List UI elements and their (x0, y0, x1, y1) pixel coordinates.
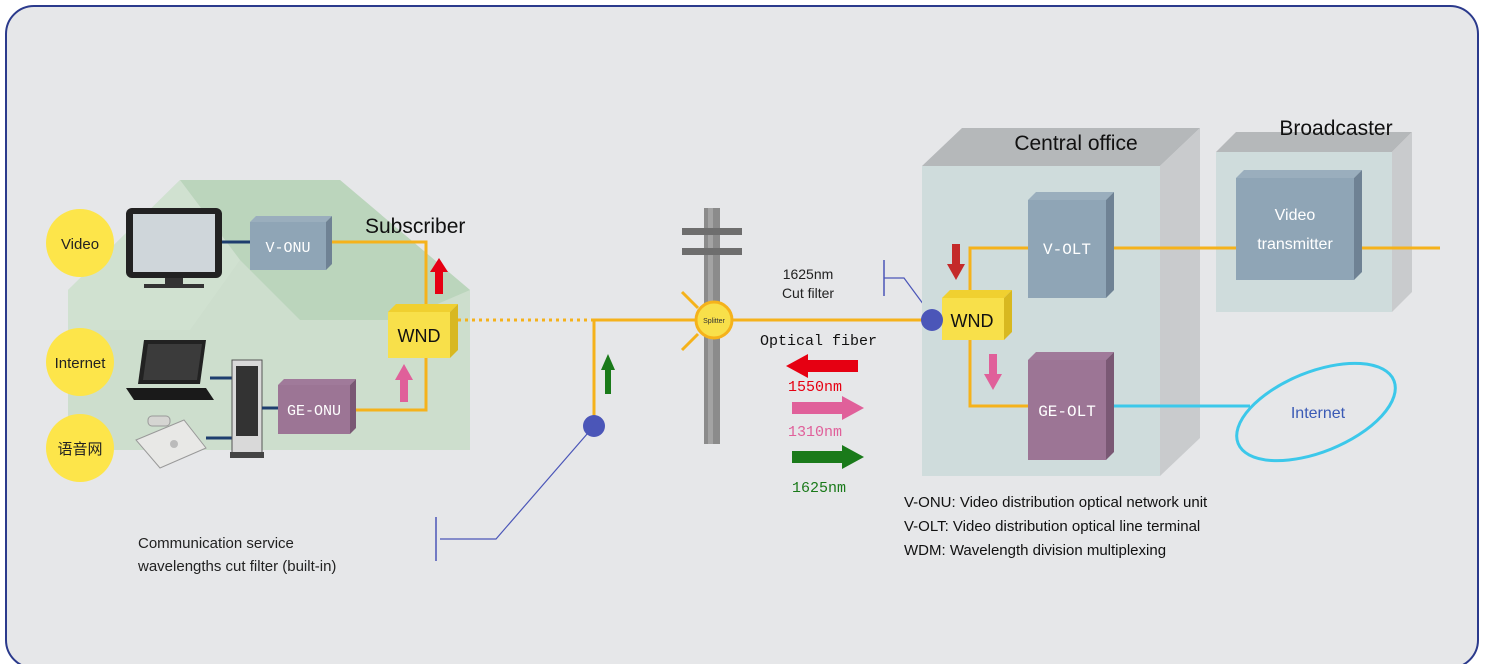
service-internet: Internet (46, 328, 114, 396)
splitter-label: Splitter (703, 318, 725, 325)
red-arrow-down-co (947, 244, 965, 280)
service-internet-label: Internet (55, 355, 107, 372)
broadcaster-title: Broadcaster (1279, 117, 1392, 140)
v-olt-box: V-OLT (1028, 192, 1114, 298)
legend-wdm: WDM: Wavelength division multiplexing (904, 542, 1166, 559)
transmitter-label-line1: Video (1275, 207, 1316, 224)
ge-onu-label: GE-ONU (287, 403, 341, 420)
subscriber-wnd-box: WND (388, 304, 458, 358)
cut-filter-label-line2: Cut filter (782, 285, 834, 301)
pink-arrow-up-subscriber (395, 364, 413, 402)
legend-v-onu: V-ONU: Video distribution optical networ… (904, 494, 1208, 511)
service-video: Video (46, 209, 114, 277)
red-arrow-up-subscriber (430, 258, 448, 294)
ge-onu-box: GE-ONU (278, 379, 356, 434)
co-wnd-box: WND (942, 290, 1012, 340)
optical-fiber-label: Optical fiber (760, 333, 877, 350)
builtin-filter-line2: wavelengths cut filter (built-in) (137, 558, 336, 575)
subscriber-fiber (332, 240, 428, 412)
v-onu-box: V-ONU (250, 216, 332, 270)
arrow-1625nm (792, 445, 864, 469)
wavelength-1550-label: 1550nm (788, 379, 842, 396)
ge-olt-label: GE-OLT (1038, 403, 1096, 421)
service-video-label: Video (61, 236, 99, 253)
tv-monitor-icon (126, 208, 222, 288)
pink-arrow-down-co (984, 354, 1002, 390)
co-wnd-label: WND (951, 311, 994, 331)
splitter-node (694, 300, 734, 340)
v-onu-label: V-ONU (265, 240, 310, 257)
arrow-1550nm (786, 354, 858, 378)
subscriber-title: Subscriber (365, 215, 465, 238)
service-voice-label: 语音网 (57, 441, 102, 458)
subscriber-wnd-label: WND (398, 326, 441, 346)
splitter-rays (680, 290, 930, 352)
v-olt-label: V-OLT (1043, 241, 1091, 259)
ge-olt-box: GE-OLT (1028, 352, 1114, 460)
cut-filter-label-line1: 1625nm (783, 266, 834, 282)
legend-v-olt: V-OLT: Video distribution optical line t… (904, 518, 1200, 535)
wavelength-1310-label: 1310nm (788, 424, 842, 441)
cut-filter-dot (921, 309, 943, 331)
telephone-icon (135, 415, 207, 469)
co-fiber (968, 246, 1440, 408)
transmitter-label-line2: transmitter (1257, 236, 1333, 253)
service-voice: 语音网 (46, 414, 114, 482)
central-office-title: Central office (1014, 132, 1137, 155)
arrow-1310nm (792, 396, 864, 420)
builtin-filter-line1: Communication service (138, 535, 294, 552)
internet-cloud-label: Internet (1291, 405, 1346, 422)
green-arrow-up-branch (601, 354, 615, 394)
laptop-icon (126, 340, 214, 400)
tower-pc-icon (230, 359, 264, 458)
internet-cloud (1235, 361, 1397, 463)
video-transmitter-box: Video transmitter (1236, 170, 1362, 280)
wavelength-1625-label: 1625nm (792, 480, 846, 497)
